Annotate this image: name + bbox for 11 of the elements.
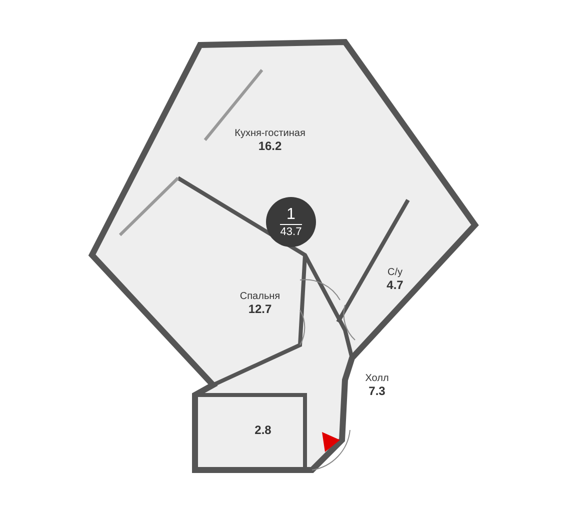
room-name: Холл	[365, 372, 389, 384]
room-area: 12.7	[248, 302, 272, 316]
room-name: Кухня-гостиная	[234, 128, 306, 138]
room-area: 4.7	[386, 278, 404, 292]
room-count: 1	[286, 206, 296, 224]
total-area: 43.7	[280, 224, 302, 238]
room-area: 16.2	[258, 138, 282, 152]
room-area: 7.3	[368, 384, 386, 398]
room-area: 2.8	[254, 423, 272, 437]
room-name: Спальня	[240, 290, 280, 302]
room-name: С/у	[388, 266, 402, 278]
